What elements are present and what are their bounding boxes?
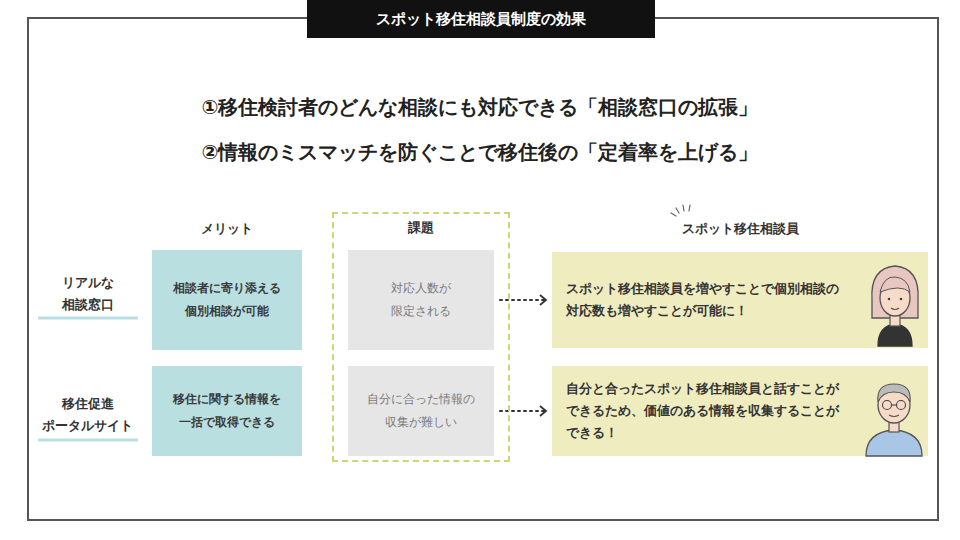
sparkle-marks — [671, 205, 690, 216]
woman-illustration — [872, 266, 918, 346]
box-text: 対応人数が 限定される — [387, 277, 454, 323]
man-illustration — [866, 384, 922, 456]
row-underline — [38, 439, 138, 442]
row-underline — [38, 317, 138, 320]
merit-box: 移住に関する情報を 一括で取得できる — [152, 366, 302, 456]
headline: ①移住検討者のどんな相談にも対応できる「相談窓口の拡張」 — [100, 90, 860, 124]
dotted-arrow — [500, 295, 546, 305]
box-text: 移住に関する情報を 一括で取得できる — [169, 388, 284, 434]
issue-box: 対応人数が 限定される — [348, 250, 494, 350]
column-header: スポット移住相談員 — [640, 218, 840, 239]
merit-box: 相談者に寄り添える 個別相談が可能 — [152, 250, 302, 350]
row-label: 移住促進 ポータルサイト — [36, 393, 140, 437]
dotted-arrow — [500, 406, 546, 416]
outer-frame — [28, 18, 938, 520]
row-label: リアルな 相談窓口 — [36, 272, 140, 316]
box-text: スポット移住相談員を増やすことで個別相談の 対応数も増やすことが可能に！ — [566, 278, 841, 322]
box-text: 自分と合ったスポット移住相談員と話すことが できるため、価値のある情報を収集する… — [566, 378, 841, 444]
solution-box: スポット移住相談員を増やすことで個別相談の 対応数も増やすことが可能に！ — [552, 252, 928, 348]
box-text: 相談者に寄り添える 個別相談が可能 — [169, 277, 284, 323]
box-text: 課題 — [408, 220, 434, 237]
issue-column-frame: 課題対応人数が 限定される自分に合った情報の 収集が難しい — [332, 212, 510, 462]
column-header: メリット — [152, 218, 302, 239]
box-text: 自分に合った情報の 収集が難しい — [363, 388, 478, 434]
headline: ②情報のミスマッチを防ぐことで移住後の「定着率を上げる」 — [100, 135, 860, 169]
title-bar: スポット移住相談員制度の効果 — [307, 0, 655, 38]
solution-box: 自分と合ったスポット移住相談員と話すことが できるため、価値のある情報を収集する… — [552, 366, 928, 456]
issue-box: 自分に合った情報の 収集が難しい — [348, 366, 494, 456]
